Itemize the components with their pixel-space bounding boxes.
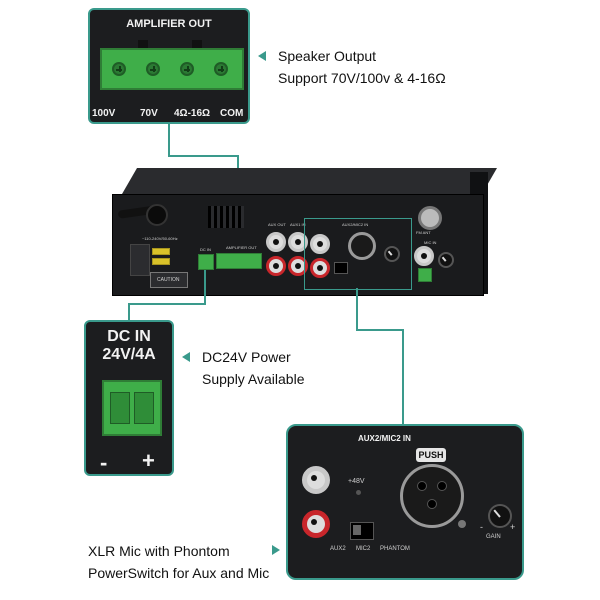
caution-label: CAUTION [150, 272, 188, 288]
gain-minus-label: - [480, 522, 483, 532]
mic-callout-line1: XLR Mic with Phontom [88, 543, 230, 559]
leader-line [128, 303, 130, 321]
mini-aux2-jack-red[interactable] [310, 258, 330, 278]
dc-terminal-socket [134, 392, 154, 424]
terminal-latch [138, 40, 148, 48]
terminal-screw [112, 62, 126, 76]
xlr-pin [417, 481, 427, 491]
xlr-mic-jack[interactable] [400, 464, 464, 528]
switch-label-mic2: MIC2 [356, 546, 371, 552]
xlr-pin [427, 499, 437, 509]
amplifier-vent [208, 206, 244, 228]
gain-plus-label: + [510, 522, 516, 532]
leader-line [402, 329, 404, 425]
terminal-label-70v: 70V [140, 108, 158, 119]
aux1-in-jack-red[interactable] [288, 256, 308, 276]
mini-xlr-jack[interactable] [348, 232, 376, 260]
aux2-mic2-title: AUX2/MIC2 IN [358, 434, 411, 443]
dc-in-title-line1: DC IN [107, 328, 151, 345]
dc-terminal-socket [110, 392, 130, 424]
mic-in-label: MIC IN [424, 240, 437, 245]
xlr-push-button[interactable]: PUSH [416, 448, 446, 462]
mini-gain-knob[interactable] [384, 246, 400, 262]
mic-callout: XLR Mic with Phontom PowerSwitch for Aux… [88, 540, 269, 584]
dc-minus-label: - [100, 450, 108, 475]
mic-gain-knob[interactable] [438, 252, 454, 268]
aux1-in-jack-white[interactable] [288, 232, 308, 252]
dc-callout-arrow [182, 352, 190, 362]
dc-plus-label: + [142, 448, 155, 473]
input-mode-switch-thumb [353, 525, 361, 535]
amplifier-out-title: AMPLIFIER OUT [126, 18, 212, 30]
aux2-jack-white[interactable] [302, 466, 330, 494]
mini-dc-in-terminal [198, 254, 214, 270]
phantom-indicator-led [356, 490, 361, 495]
mic-phantom-terminal [418, 268, 432, 282]
terminal-screw [180, 62, 194, 76]
terminal-screw [214, 62, 228, 76]
fm-antenna-jack[interactable] [418, 206, 442, 230]
input-mode-switch[interactable] [350, 522, 374, 540]
speaker-callout-line1: Speaker Output [278, 48, 377, 64]
aux2-mic2-panel: AUX2/MIC2 IN +48V PUSH AUX2 MIC2 PHANTOM… [286, 424, 524, 580]
aux2-mic2-highlight [304, 218, 412, 290]
aux-out-label: AUX OUT [268, 222, 286, 227]
dc-callout-line1: DC24V Power [202, 349, 291, 365]
label-strip [152, 248, 170, 255]
mini-dc-in-label: DC IN [200, 247, 211, 252]
terminal-label-com: COM [220, 108, 244, 119]
fm-ant-label: FM ANT [416, 230, 431, 235]
speaker-callout-arrow [258, 51, 266, 61]
switch-label-aux2: AUX2 [330, 546, 346, 552]
phantom-voltage-label: +48V [348, 478, 365, 485]
amplifier-out-panel: AMPLIFIER OUT 100V 70V 4Ω-16Ω COM [88, 8, 250, 124]
mini-aux2-jack-white[interactable] [310, 234, 330, 254]
aux-out-jack-white[interactable] [266, 232, 286, 252]
mic-callout-arrow [272, 545, 280, 555]
mini-amplifier-out-terminal [216, 253, 262, 269]
gain-knob[interactable] [488, 504, 512, 528]
amplifier-top-surface [122, 168, 498, 194]
leader-line [204, 270, 206, 304]
label-strip [152, 258, 170, 265]
dc-callout-line2: Supply Available [202, 371, 305, 387]
terminal-label-100v: 100V [92, 108, 116, 119]
aux-out-jack-red[interactable] [266, 256, 286, 276]
amplifier-out-terminal-block [100, 48, 244, 90]
terminal-latch [192, 40, 202, 48]
dc-in-title-line2: 24V/4A [102, 346, 156, 363]
aux2-jack-red[interactable] [302, 510, 330, 538]
dc-in-panel: DC IN 24V/4A - + [84, 320, 174, 476]
dc-callout: DC24V Power Supply Available [202, 346, 304, 390]
switch-label-phantom: PHANTOM [380, 546, 410, 552]
aux1-in-label: AUX1 IN [290, 222, 306, 227]
leader-line [356, 329, 404, 331]
dc-in-terminal-block [102, 380, 162, 436]
caution-label-text: CAUTION [157, 277, 180, 283]
leader-line [128, 303, 206, 305]
leader-line [168, 155, 238, 157]
voltage-label: ~110-240V/50-60Hz [142, 236, 178, 241]
leader-line [356, 288, 358, 330]
voltage-switch-area [130, 244, 150, 276]
power-cable-grommet [146, 204, 168, 226]
mini-aux2-mic2-label: AUX2/MIC2 IN [342, 222, 369, 227]
terminal-label-4-16ohm: 4Ω-16Ω [174, 108, 211, 119]
gain-label: GAIN [486, 534, 501, 540]
speaker-callout-line2: Support 70V/100v & 4-16Ω [278, 70, 446, 86]
mini-mode-switch[interactable] [334, 262, 348, 274]
speaker-callout: Speaker Output Support 70V/100v & 4-16Ω [278, 45, 446, 89]
mini-amplifier-out-label: AMPLIFIER OUT [226, 245, 257, 250]
mic-in-jack[interactable] [414, 246, 434, 266]
xlr-latch-screw [458, 520, 466, 528]
leader-line [168, 124, 170, 156]
mic-callout-line2: PowerSwitch for Aux and Mic [88, 565, 270, 581]
xlr-pin [437, 481, 447, 491]
terminal-screw [146, 62, 160, 76]
dc-in-title: DC IN 24V/4A [86, 328, 172, 364]
